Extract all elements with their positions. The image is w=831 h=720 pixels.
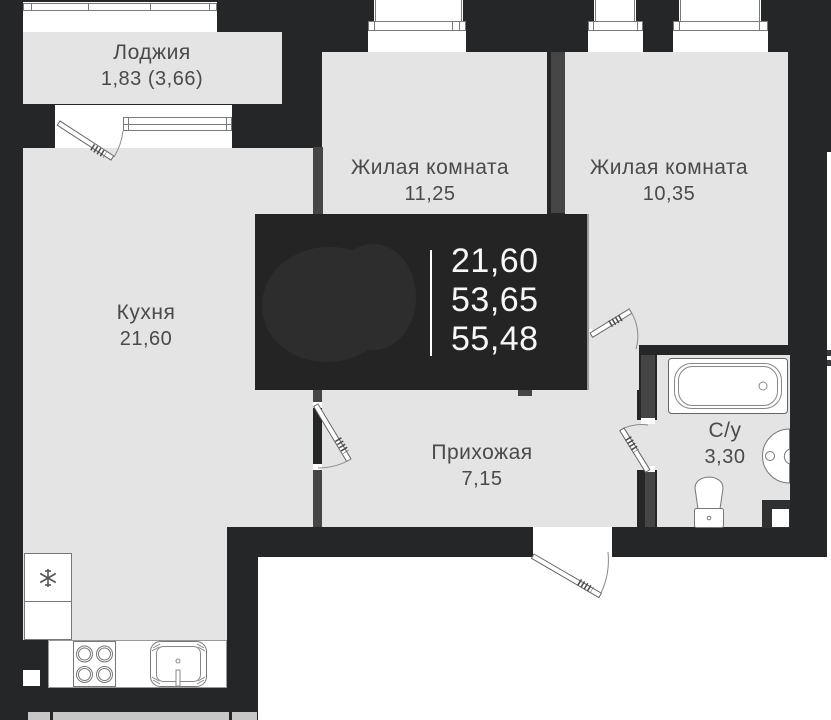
wall-kitchen-living1 bbox=[313, 147, 323, 215]
neighbor-edge-bottom bbox=[53, 712, 229, 720]
area-badge: 21,60 53,65 55,48 bbox=[255, 214, 589, 390]
neighbor-tick bbox=[827, 360, 831, 366]
balcony-door-bay bbox=[55, 105, 232, 148]
room-area: 1,83 (3,66) bbox=[100, 68, 204, 90]
neighbor-tick bbox=[827, 350, 831, 356]
room-loggia bbox=[23, 32, 282, 104]
label-kitchen: Кухня 21,60 bbox=[46, 300, 246, 352]
hallway-corridor bbox=[587, 335, 639, 390]
outside-area bbox=[258, 557, 831, 720]
fridge bbox=[24, 553, 72, 640]
jamb-bath-door bbox=[641, 418, 655, 424]
badge-area-usable: 53,65 bbox=[451, 281, 539, 319]
room-name: Прихожая bbox=[431, 441, 533, 464]
window-bay-living2a bbox=[588, 21, 643, 52]
badge-area-living: 21,60 bbox=[451, 242, 539, 280]
logo-watermark bbox=[330, 244, 416, 350]
room-area: 10,35 bbox=[642, 183, 696, 205]
window-bump-living2a bbox=[594, 0, 636, 22]
wall-stub-kitchen-lower bbox=[313, 470, 322, 527]
kitchen-counter bbox=[48, 640, 227, 688]
loggia-window-bay bbox=[23, 2, 217, 32]
room-living-2 bbox=[565, 52, 788, 345]
jamb-kitchen-door bbox=[313, 464, 322, 470]
badge-divider bbox=[430, 250, 432, 356]
wall-stub-kitchen-upper bbox=[313, 390, 322, 403]
label-hallway: Прихожая 7,15 bbox=[382, 440, 582, 492]
wall-stub-bath-upper bbox=[641, 355, 655, 418]
room-area: 11,25 bbox=[404, 183, 456, 205]
wall-stub-hallway bbox=[518, 390, 532, 396]
label-bathroom: С/у 3,30 bbox=[660, 418, 790, 470]
shaft-bathroom bbox=[772, 509, 789, 527]
jamb-balcony-door bbox=[55, 118, 63, 124]
room-hallway bbox=[322, 390, 637, 527]
wall-living1-living2 bbox=[551, 52, 565, 213]
jamb-kitchen-door bbox=[313, 402, 322, 408]
shaft-kitchen bbox=[23, 670, 40, 686]
window-bump-living2b bbox=[679, 0, 761, 22]
badge-area-total: 55,48 bbox=[451, 320, 539, 358]
fridge-divider bbox=[24, 601, 72, 602]
label-living2: Жилая комната 10,35 bbox=[569, 155, 769, 207]
room-name: Кухня bbox=[116, 301, 176, 324]
window-bay-living1 bbox=[368, 21, 466, 52]
window-bay-living2b bbox=[673, 21, 768, 52]
room-area: 7,15 bbox=[461, 468, 503, 490]
room-name: Лоджия bbox=[113, 41, 191, 64]
neighbor-edge-bottom bbox=[28, 712, 50, 720]
neighbor-edge-bottom bbox=[232, 712, 257, 720]
label-loggia: Лоджия 1,83 (3,66) bbox=[62, 40, 242, 92]
label-living1: Жилая комната 11,25 bbox=[330, 155, 530, 207]
bathroom-door-opening bbox=[637, 420, 657, 470]
jamb-bath-door bbox=[645, 466, 655, 472]
window-bump-living1 bbox=[374, 0, 463, 22]
room-living-1 bbox=[322, 52, 547, 215]
room-area: 3,30 bbox=[704, 446, 746, 468]
room-name: Жилая комната bbox=[350, 156, 510, 179]
entrance-opening bbox=[533, 527, 612, 557]
room-name: Жилая комната bbox=[589, 156, 749, 179]
wall-stub-bath-lower bbox=[645, 472, 655, 527]
room-area: 21,60 bbox=[119, 328, 173, 350]
room-name: С/у bbox=[708, 419, 742, 442]
badge-areas: 21,60 53,65 55,48 bbox=[451, 242, 581, 359]
